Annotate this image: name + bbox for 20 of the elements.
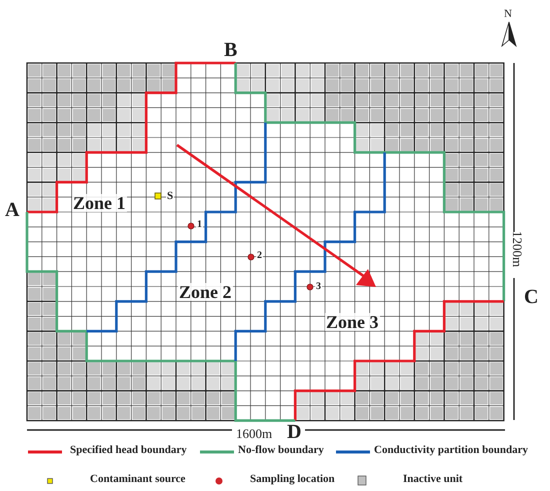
legend-text: Conductivity partition boundary: [374, 445, 528, 456]
point-label: S: [166, 191, 174, 202]
legend-text: Inactive unit: [403, 474, 463, 485]
legend-text: No-flow boundary: [238, 445, 324, 456]
direction-label: N: [504, 9, 512, 20]
point-label: D: [287, 422, 302, 442]
zone-label: Zone 3: [325, 313, 380, 331]
dimension-label: 1200m: [511, 231, 524, 268]
zone-label: Zone 2: [178, 283, 233, 301]
point-label: A: [5, 200, 20, 220]
legend-text: Sampling location: [250, 474, 335, 485]
legend-text: Contaminant source: [90, 474, 186, 485]
point-label: B: [224, 40, 238, 60]
point-label: 3: [315, 282, 322, 292]
legend-text: Specified head boundary: [70, 445, 187, 456]
dimension-label: 1600m: [236, 427, 272, 440]
zone-label: Zone 1: [72, 194, 127, 212]
point-label: 1: [196, 220, 203, 230]
point-label: C: [524, 287, 538, 307]
point-label: 2: [256, 251, 263, 261]
